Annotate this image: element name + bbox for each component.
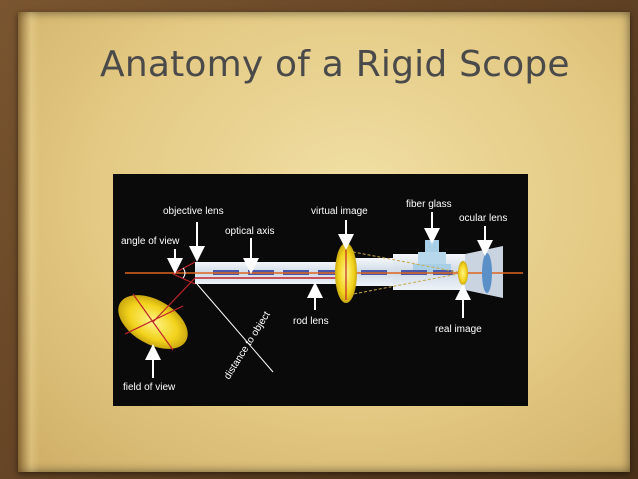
field-ray-c bbox=[152, 277, 196, 323]
page-spine-shadow bbox=[18, 12, 40, 472]
label-distance-to-object: distance to object bbox=[222, 310, 273, 382]
fiber-glass-block-low bbox=[413, 264, 451, 274]
label-ocular-lens: ocular lens bbox=[459, 213, 507, 224]
field-of-view-ellipse bbox=[118, 295, 188, 349]
fiber-glass-block-top bbox=[425, 240, 439, 252]
label-optical-axis: optical axis bbox=[225, 226, 274, 237]
label-rod-lens: rod lens bbox=[293, 316, 329, 327]
fiber-glass-block-mid bbox=[418, 252, 446, 264]
ocular-lens bbox=[482, 253, 492, 293]
label-virtual-image: virtual image bbox=[311, 206, 368, 217]
label-field-of-view: field of view bbox=[123, 382, 176, 393]
label-angle-of-view: angle of view bbox=[121, 236, 180, 247]
label-objective-lens: objective lens bbox=[163, 206, 224, 217]
pointer-arrows bbox=[145, 212, 493, 378]
slide-title: Anatomy of a Rigid Scope bbox=[100, 44, 570, 85]
real-image-mark bbox=[458, 261, 468, 285]
label-real-image: real image bbox=[435, 324, 482, 335]
field-ray-b bbox=[124, 305, 184, 335]
scope-illustration: objective lens angle of view optical axi… bbox=[118, 199, 523, 393]
distance-line bbox=[196, 283, 274, 373]
label-fiber-glass: fiber glass bbox=[406, 199, 452, 210]
angle-of-view-arc bbox=[182, 267, 186, 279]
rigid-scope-diagram: objective lens angle of view optical axi… bbox=[113, 174, 528, 406]
